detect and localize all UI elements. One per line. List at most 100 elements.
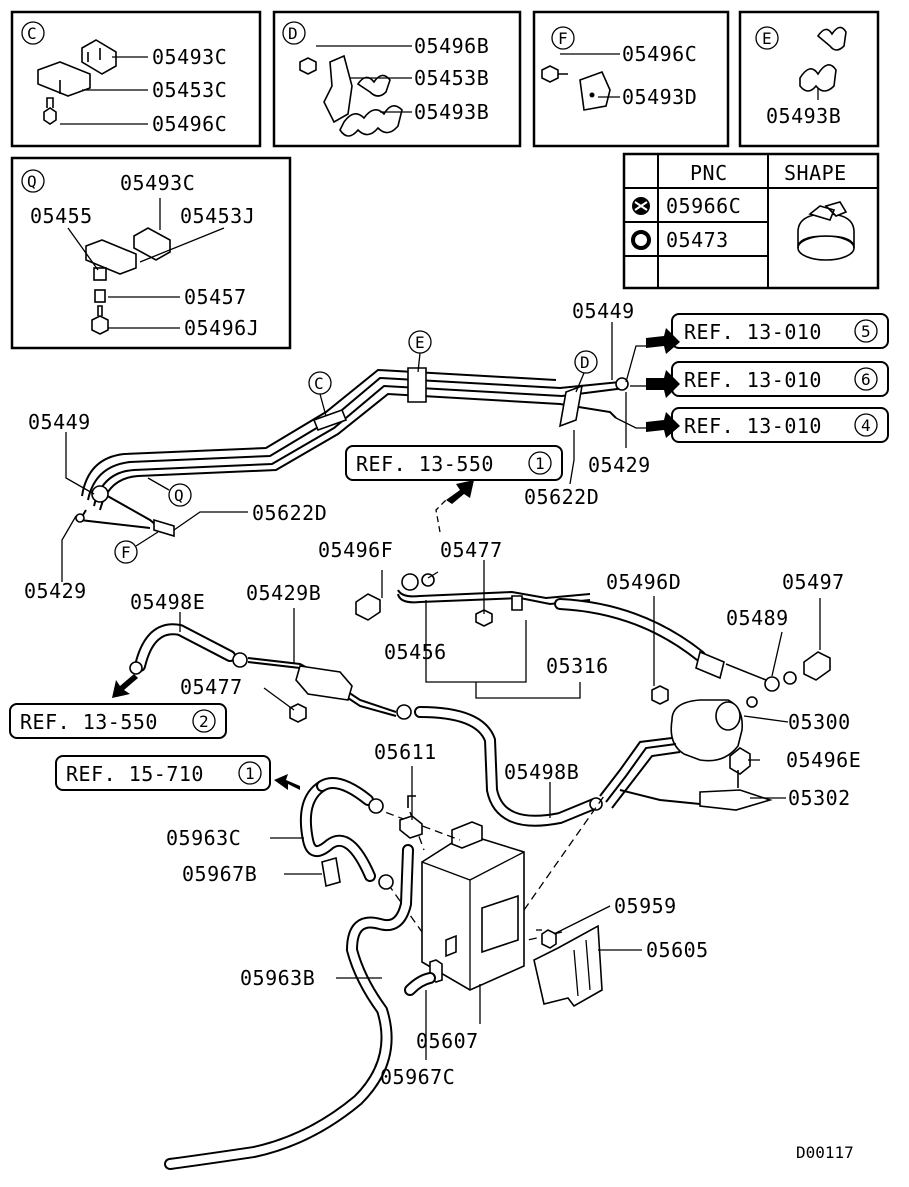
shape-header: SHAPE: [784, 161, 847, 185]
clamp-shape-icon: [797, 201, 855, 261]
label-05497: 05497: [782, 570, 845, 594]
inset-d-letter: D: [288, 24, 298, 43]
ref-num: 2: [199, 712, 209, 731]
label-05449-left: 05449: [28, 410, 91, 434]
pnc-table: PNC SHAPE 05966C 05473: [622, 152, 880, 290]
label-05302: 05302: [788, 786, 851, 810]
inset-q-label-1: 05493C: [120, 171, 195, 195]
inset-d-label-2: 05453B: [414, 66, 489, 90]
label-05456: 05456: [384, 640, 447, 664]
ref-box-15-710-1: REF. 15-710 1: [55, 755, 271, 791]
label-05300: 05300: [788, 710, 851, 734]
fuel-filter: [651, 685, 789, 762]
label-05622d-left: 05622D: [252, 501, 327, 525]
ref-text: REF. 13-010: [684, 368, 822, 392]
inset-c-letter: C: [27, 24, 37, 43]
hoses-left: [129, 623, 603, 827]
ref-box-13-010-4: REF. 13-010 4: [671, 407, 889, 443]
arrow-icon: [112, 674, 138, 698]
label-05496f: 05496F: [318, 538, 393, 562]
label-05429b: 05429B: [246, 581, 321, 605]
ring-marker-icon: [631, 230, 651, 250]
label-05429-right: 05429: [588, 453, 651, 477]
label-05622d-right: 05622D: [524, 485, 599, 509]
inset-f-letter: F: [558, 29, 568, 48]
ref-text: REF. 13-550: [20, 710, 158, 734]
label-05449-top: 05449: [572, 299, 635, 323]
arrow-icon: [274, 774, 300, 790]
pnc-header: PNC: [690, 161, 728, 185]
inset-q-letter: Q: [27, 172, 37, 191]
pnc-row-2: 05473: [666, 228, 729, 252]
inset-e-label-1: 05493B: [766, 104, 841, 128]
ref-text: REF. 13-010: [684, 414, 822, 438]
pnc-row-1: 05966C: [666, 194, 741, 218]
inset-f-label-2: 05493D: [622, 85, 697, 109]
label-05959: 05959: [614, 894, 677, 918]
label-05963b: 05963B: [240, 966, 315, 990]
label-05316: 05316: [546, 654, 609, 678]
inset-q-label-3: 05453J: [180, 204, 255, 228]
ref-box-13-010-6: REF. 13-010 6: [671, 361, 889, 397]
ref-text: REF. 13-550: [356, 452, 494, 476]
fuel-line-bundle: [75, 367, 629, 538]
ref-num: 5: [861, 322, 871, 341]
inset-e-letter: E: [762, 29, 772, 48]
label-05429-left: 05429: [24, 579, 87, 603]
label-05611: 05611: [374, 740, 437, 764]
callout-f: F: [121, 543, 131, 562]
inset-q: Q 05493C 05455 05453J 05457 05496J: [10, 156, 292, 350]
inset-d-label-3: 05493B: [414, 100, 489, 124]
ref-box-13-550-1: REF. 13-550 1: [345, 445, 563, 481]
label-05607: 05607: [416, 1029, 479, 1053]
ref-num: 1: [245, 764, 255, 783]
label-05967b: 05967B: [182, 862, 257, 886]
ref-box-13-550-2: REF. 13-550 2: [9, 703, 227, 739]
inset-q-label-5: 05496J: [184, 316, 259, 340]
callout-e: E: [415, 333, 425, 352]
leader-lines: [61, 322, 821, 1060]
diagram-id: D00117: [796, 1143, 854, 1162]
label-05477-top: 05477: [440, 538, 503, 562]
canister-bracket: [533, 924, 642, 1008]
arrow-icon: [646, 412, 680, 438]
hoses-canister: [164, 777, 436, 1170]
part-labels: 05449 05449 05429 05622D 05622D 05429 05…: [24, 299, 861, 1162]
label-05496d: 05496D: [606, 570, 681, 594]
inset-d: D 05496B 05453B 05493B: [272, 10, 522, 148]
inset-c: C 05493C 05453C 05496C: [10, 10, 262, 148]
label-05498b: 05498B: [504, 760, 579, 784]
label-05498e: 05498E: [130, 590, 205, 614]
inset-c-label-1: 05493C: [152, 45, 227, 69]
arrow-icon: [646, 328, 680, 354]
label-05605: 05605: [646, 938, 709, 962]
middle-lines: [355, 573, 831, 692]
inset-e: E 05493B: [738, 10, 880, 148]
bundle-callouts: E C D Q F: [114, 330, 598, 564]
inset-q-label-2: 05455: [30, 204, 93, 228]
callout-q: Q: [174, 486, 184, 505]
ref-text: REF. 15-710: [66, 762, 204, 786]
ref-num: 1: [535, 454, 545, 473]
ref-num: 4: [861, 416, 871, 435]
filter-bracket: [599, 737, 786, 811]
callout-d: D: [580, 353, 590, 372]
ref-arrows: [112, 328, 680, 790]
callout-c: C: [314, 374, 324, 393]
ref-text: REF. 13-010: [684, 320, 822, 344]
label-05496e: 05496E: [786, 748, 861, 772]
arrow-icon: [646, 370, 680, 398]
canister: [403, 821, 525, 991]
ref-box-13-010-5: REF. 13-010 5: [671, 313, 889, 349]
label-05477-left: 05477: [180, 675, 243, 699]
label-05489: 05489: [726, 606, 789, 630]
arrow-icon: [446, 480, 474, 504]
ref-num: 6: [861, 370, 871, 389]
inset-c-label-3: 05496C: [152, 112, 227, 136]
inset-f-label-1: 05496C: [622, 42, 697, 66]
label-05963c: 05963C: [166, 826, 241, 850]
inset-f: F 05496C 05493D: [532, 10, 730, 148]
inset-q-label-4: 05457: [184, 285, 247, 309]
inset-d-label-1: 05496B: [414, 34, 489, 58]
